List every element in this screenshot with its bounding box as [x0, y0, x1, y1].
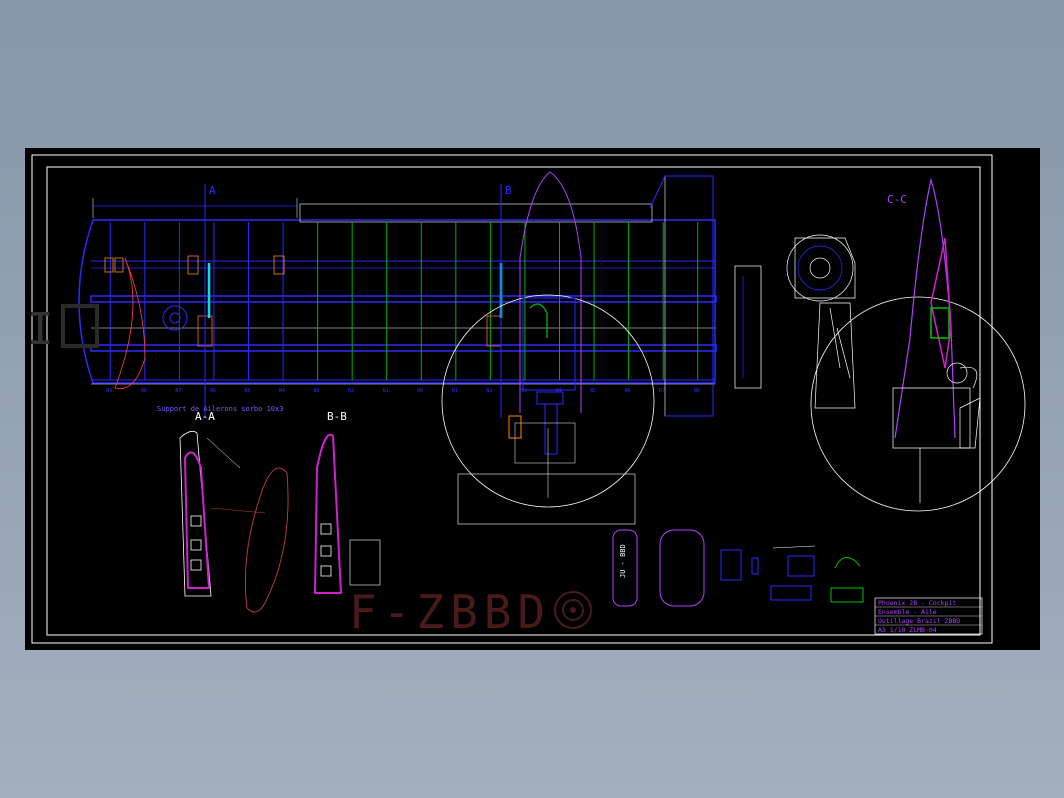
fuel-cap: [162, 305, 188, 331]
bb-rib-section: [313, 433, 343, 594]
rib-station-label: N8: [694, 388, 700, 394]
rib-station-label: N6: [210, 388, 216, 394]
rib-station-label: N5: [245, 388, 251, 394]
wing-assembly-drawing: N9 N8 N7 N6 N5 N4 N3 N2 N1 N0 N1 N2 N3 N4 N5 N6 N7 N8 A: [27, 154, 1026, 644]
rib-station-label: N6: [625, 388, 631, 394]
section-b-mark: B: [505, 184, 512, 197]
rib-station-label: N2: [486, 388, 492, 394]
title-line-3: Outillage Brazil ZBBD: [878, 617, 960, 625]
rib-station-label: N7: [175, 388, 181, 394]
detail-b-fitting: [508, 297, 576, 464]
rib-station-label: N9: [106, 388, 112, 394]
rib-station-label: N1: [383, 388, 389, 394]
template-b: [659, 529, 705, 607]
rib-labels: N9 N8 N7 N6 N5 N4 N3 N2 N1 N0 N1 N2 N3 N4 N5 N6 N7 N8: [106, 388, 699, 394]
aa-rib-outline: [179, 430, 212, 597]
section-cuts: [204, 184, 502, 418]
hinge-brackets: [104, 255, 502, 347]
rib-station-label: N1: [452, 388, 458, 394]
title-line-1: Phoenix 2B - Cockpit: [878, 599, 956, 607]
section-bb-title: B-B: [327, 410, 347, 423]
nacelle-outline: [519, 171, 582, 413]
rib-station-label: N4: [556, 388, 562, 394]
ghost-marking: I: [27, 304, 54, 355]
wing-plan-view: [78, 198, 717, 385]
rib-station-label: N5: [590, 388, 596, 394]
rib-station-label: N3: [314, 388, 320, 394]
rib-station-label: N0: [417, 388, 423, 394]
registration-mark: F-ZBBD: [349, 585, 551, 639]
aa-rib-section: [183, 451, 211, 589]
strut-fitting-c: [892, 362, 981, 503]
title-block: Phoenix 2B - Cockpit Ensemble - Aile Out…: [874, 597, 983, 635]
detail-circle-b: [441, 294, 655, 508]
template-a: [612, 529, 638, 607]
template-label: JU - BBD: [619, 544, 627, 578]
aileron-outline: [114, 257, 146, 390]
rib-station-label: N3: [521, 388, 527, 394]
rib-station-label: N7: [659, 388, 665, 394]
rib-station-label: N2: [348, 388, 354, 394]
rib-station-label: N4: [279, 388, 285, 394]
registration-roundel: [554, 591, 592, 629]
wing-ribs: [109, 222, 699, 380]
strut-section-c: [894, 177, 956, 439]
title-line-2: Ensemble - Aile: [878, 608, 937, 616]
small-parts: [720, 545, 864, 603]
aa-aileron-profile: [244, 467, 289, 613]
bellcrank-detail: [734, 234, 856, 409]
ghost-letter: [61, 304, 99, 348]
section-aa-title: A-A: [195, 410, 215, 423]
aileron-note: Support de Ailerons sorbo 10x3: [157, 405, 283, 413]
outer-frame: [31, 154, 993, 644]
section-a-mark: A: [209, 184, 216, 197]
title-line-4: A3 1/10 ZLMB-04: [878, 626, 937, 634]
drawing-sheet: N9 N8 N7 N6 N5 N4 N3 N2 N1 N0 N1 N2 N3 N4 N5 N6 N7 N8 A: [25, 148, 1040, 650]
section-cc-title: C-C: [887, 193, 907, 206]
detail-b-base: [457, 473, 636, 525]
rib-station-label: N8: [141, 388, 147, 394]
detail-circle-c: [810, 296, 1026, 512]
